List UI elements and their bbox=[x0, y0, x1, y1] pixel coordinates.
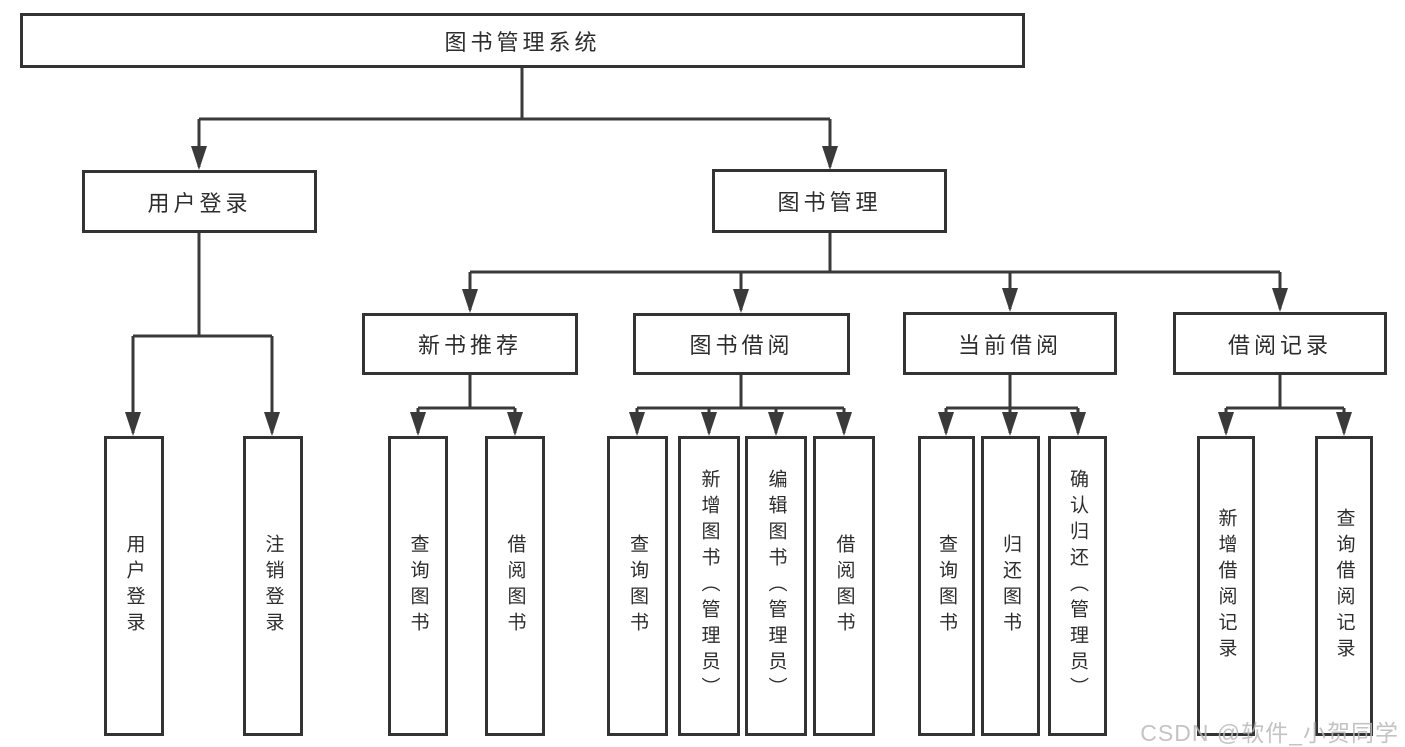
edge-new-book-children bbox=[416, 375, 517, 433]
arrowhead bbox=[1002, 412, 1018, 436]
leaf-borrow-books: 借阅图书 bbox=[485, 436, 545, 736]
leaf-query-books: 查询图书 bbox=[388, 436, 448, 736]
node-new-book-recommendation: 新书推荐 bbox=[362, 313, 578, 375]
arrowhead bbox=[264, 412, 280, 436]
arrowhead bbox=[836, 412, 852, 436]
arrowhead bbox=[1002, 288, 1018, 312]
arrowhead bbox=[507, 412, 523, 436]
leaf-query-borrow-record: 查询借阅记录 bbox=[1315, 436, 1373, 736]
arrowhead bbox=[1218, 412, 1234, 436]
node-borrow-records: 借阅记录 bbox=[1173, 312, 1387, 375]
edge-book-borrowing-children bbox=[635, 375, 846, 433]
arrowhead bbox=[1272, 288, 1288, 312]
leaf-add-books-admin: 新增图书（管理员） bbox=[678, 436, 740, 736]
leaf-logout: 注销登录 bbox=[243, 436, 303, 736]
arrowhead bbox=[410, 412, 426, 436]
arrowhead bbox=[733, 289, 749, 313]
edge-book-management-children bbox=[468, 233, 1282, 310]
edge-borrow-records-children bbox=[1224, 375, 1346, 433]
leaf-query-books: 查询图书 bbox=[607, 436, 668, 736]
node-user-login: 用户登录 bbox=[82, 170, 317, 233]
leaf-query-books: 查询图书 bbox=[918, 436, 975, 736]
edge-current-borrowing-children bbox=[944, 375, 1080, 433]
edge-user-login-children bbox=[131, 233, 274, 433]
edge-root-to-level2 bbox=[197, 68, 832, 167]
watermark: CSDN @软件_小贺同学 bbox=[1140, 720, 1399, 746]
leaf-edit-books-admin: 编辑图书（管理员） bbox=[745, 436, 807, 736]
arrowhead bbox=[125, 412, 141, 436]
arrowhead bbox=[629, 412, 645, 436]
arrowhead bbox=[191, 146, 207, 170]
arrowhead bbox=[701, 412, 717, 436]
leaf-borrow-books: 借阅图书 bbox=[813, 436, 875, 736]
arrowhead bbox=[938, 412, 954, 436]
node-current-borrowing: 当前借阅 bbox=[903, 312, 1117, 375]
leaf-user-login: 用户登录 bbox=[104, 436, 164, 736]
node-book-management: 图书管理 bbox=[712, 169, 947, 233]
leaf-add-borrow-record: 新增借阅记录 bbox=[1197, 436, 1255, 736]
node-root: 图书管理系统 bbox=[20, 13, 1025, 68]
arrowhead bbox=[822, 146, 838, 170]
arrowhead bbox=[1336, 412, 1352, 436]
leaf-return-books: 归还图书 bbox=[981, 436, 1040, 736]
leaf-confirm-return-admin: 确认归还（管理员） bbox=[1048, 436, 1107, 736]
node-book-borrowing: 图书借阅 bbox=[633, 313, 850, 375]
arrowhead bbox=[768, 412, 784, 436]
arrowhead bbox=[1070, 412, 1086, 436]
arrowhead bbox=[462, 289, 478, 313]
